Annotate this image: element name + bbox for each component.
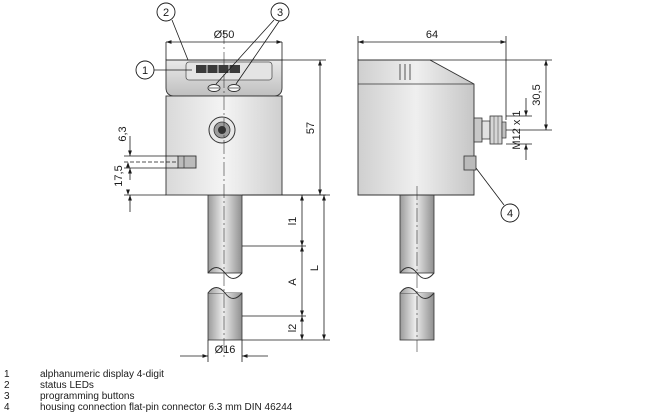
callout-3-label: 3 [277, 7, 283, 19]
side-m12-connector [473, 117, 483, 143]
legend-number: 4 [4, 402, 10, 413]
side-dimension-labels: 64 30,5 M12 x 1 [426, 29, 543, 150]
dim-a: A [287, 278, 299, 286]
dim-30-5: 30,5 [531, 84, 543, 105]
callout-1-label: 1 [142, 65, 148, 77]
dim-diameter-16: Ø16 [215, 344, 236, 356]
front-flat-pin [177, 155, 197, 169]
front-dimension-labels: Ø50 57 6,3 17,5 l1 A L l2 Ø16 [113, 29, 321, 356]
technical-drawing: Ø50 57 6,3 17,5 l1 A L l2 Ø16 2 3 1 [113, 2, 552, 362]
legend-text: housing connection flat-pin connector 6.… [40, 402, 293, 413]
legend: 1 alphanumeric display 4-digit 2 status … [4, 369, 292, 413]
dim-17-5: 17,5 [113, 165, 125, 186]
front-shaft-break-lower [207, 287, 243, 299]
side-callouts: 4 [475, 167, 520, 223]
dim-l1: l1 [287, 217, 299, 226]
dim-m12: M12 x 1 [511, 110, 523, 149]
legend-text: status LEDs [40, 380, 94, 391]
legend-text: programming buttons [40, 391, 135, 402]
dim-6-3: 6,3 [117, 126, 129, 141]
callout-2-label: 2 [163, 7, 169, 19]
front-view [165, 30, 283, 360]
front-shaft-lower [207, 292, 243, 341]
legend-item: 1 alphanumeric display 4-digit [4, 369, 292, 380]
front-shaft-upper [207, 194, 243, 274]
callout-2 [156, 2, 176, 22]
side-view [357, 59, 507, 352]
callout-4-label: 4 [507, 208, 513, 220]
callout-4 [500, 203, 520, 223]
dim-diameter-50: Ø50 [214, 29, 235, 41]
side-dimensions [357, 36, 552, 160]
legend-number: 2 [4, 380, 10, 391]
legend-text: alphanumeric display 4-digit [40, 369, 164, 380]
legend-number: 1 [4, 369, 10, 380]
dim-l: L [309, 265, 321, 271]
front-dimensions [124, 40, 330, 362]
dim-57: 57 [305, 122, 317, 134]
legend-number: 3 [4, 391, 10, 402]
dim-l2: l2 [287, 324, 299, 333]
side-housing [357, 59, 475, 196]
side-flat-pin [463, 155, 477, 171]
front-shaft-break-upper [207, 267, 243, 279]
callout-3 [270, 2, 290, 22]
front-callouts: 2 3 1 [135, 2, 290, 85]
callout-1 [135, 60, 155, 80]
dim-64: 64 [426, 29, 438, 41]
legend-item: 4 housing connection flat-pin connector … [4, 402, 292, 413]
legend-item: 3 programming buttons [4, 391, 292, 402]
legend-item: 2 status LEDs [4, 380, 292, 391]
